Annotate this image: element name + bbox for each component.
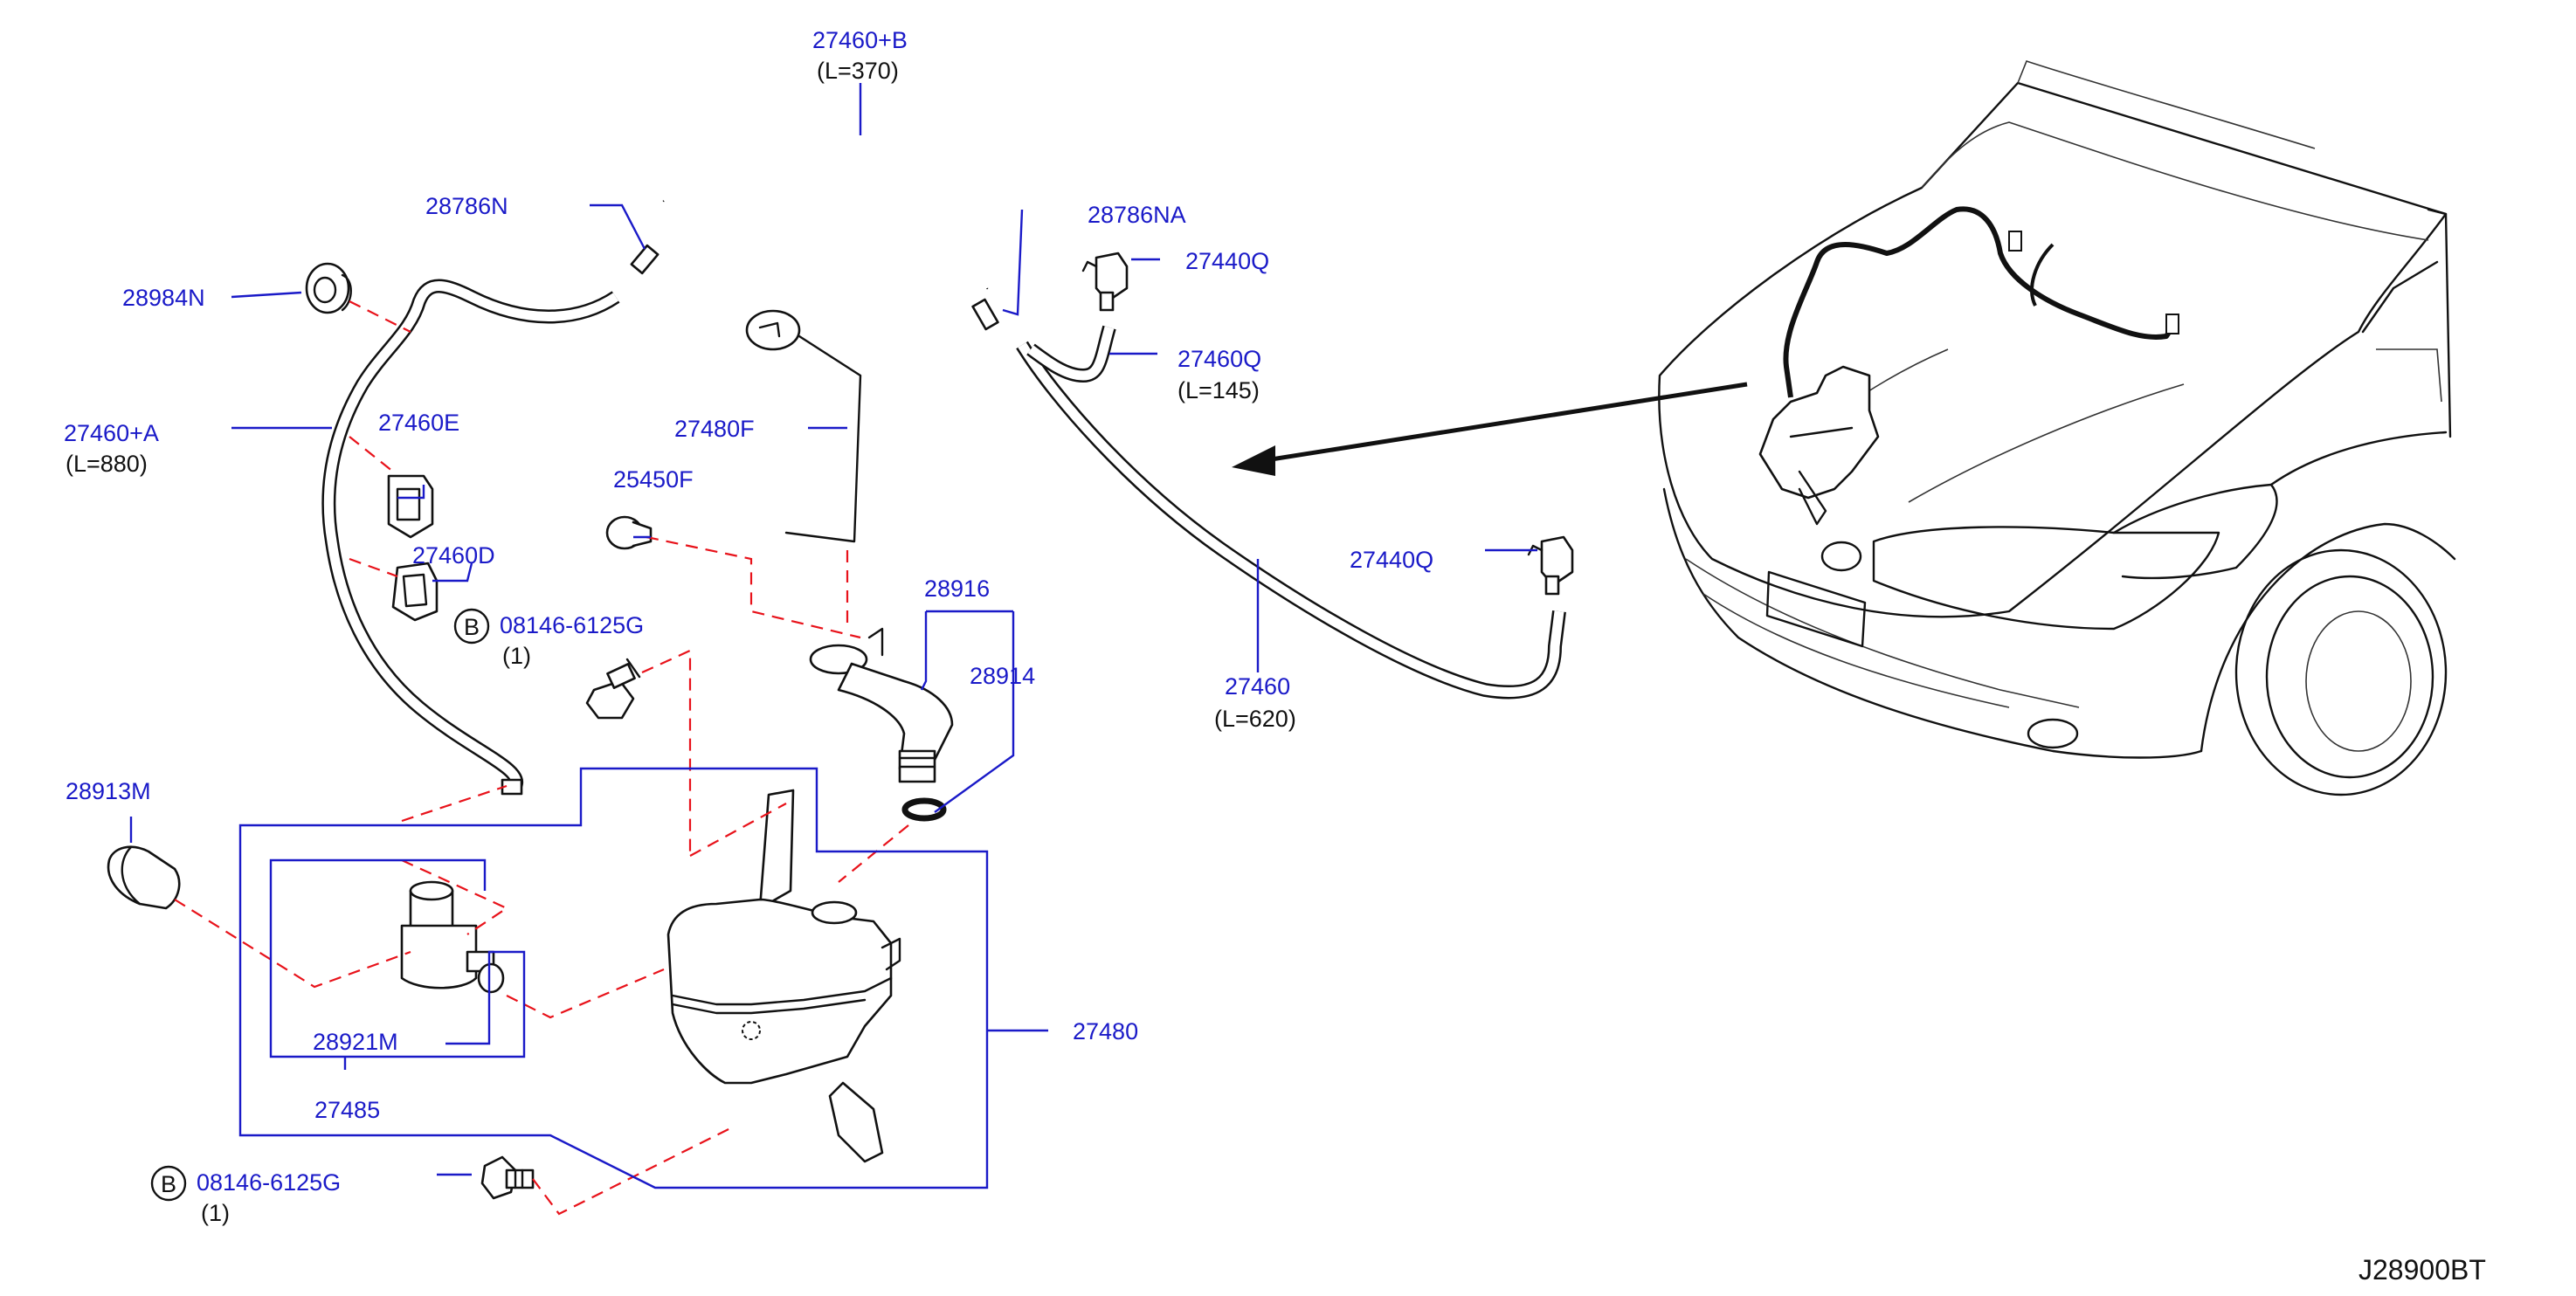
callout-leaders: [129, 83, 1537, 1189]
label-28914: 28914: [970, 663, 1035, 689]
label-27480: 27480: [1073, 1018, 1138, 1044]
bolt-08146-6125G-lower: [480, 1155, 535, 1200]
filter-28913M: [107, 845, 181, 910]
label-28916: 28916: [924, 576, 990, 602]
label-28786NA: 28786NA: [1088, 202, 1186, 228]
label-27460Q: 27460Q: [1178, 346, 1261, 372]
hose-lines: [321, 117, 1566, 796]
grommet-28984N: [305, 262, 352, 314]
pump-28921M: [400, 880, 505, 994]
qty-bolt-upper: (1): [502, 643, 531, 669]
bolt-08146-6125G-upper: [585, 658, 641, 720]
label-27440Q-mid: 27440Q: [1350, 547, 1433, 573]
qty-bolt-lower: (1): [201, 1200, 230, 1226]
callout-labels: 27460+B (L=370) 28786N 28984N 27460+A (L…: [64, 27, 2486, 1286]
b-marker-lower-letter: B: [161, 1171, 176, 1197]
label-27460E: 27460E: [378, 410, 459, 436]
label-27460: 27460: [1225, 673, 1290, 700]
label-28786N: 28786N: [425, 193, 508, 219]
vehicle-front-illustration: [1232, 60, 2456, 796]
small-parts: [107, 252, 1574, 1200]
label-bolt-lower: 08146-6125G: [197, 1169, 341, 1196]
length-27460Q: (L=145): [1178, 377, 1260, 403]
length-27460B: (L=370): [817, 58, 899, 84]
reservoir-tank-27480: [666, 789, 901, 1163]
label-25450F: 25450F: [613, 466, 694, 493]
label-27460B: 27460+B: [812, 27, 908, 53]
label-bolt-upper: 08146-6125G: [500, 612, 644, 638]
label-27485: 27485: [314, 1097, 380, 1123]
nozzle-27440Q-mid: [1527, 535, 1574, 596]
nozzle-27440Q-top: [1081, 252, 1129, 312]
assembly-leaders: [174, 300, 909, 1216]
label-27460A: 27460+A: [64, 420, 159, 446]
seal-25450F: [605, 515, 653, 550]
label-28913M: 28913M: [66, 778, 151, 804]
clip-27460D: [391, 562, 439, 622]
b-marker-upper: [453, 608, 490, 645]
diagram-code: J28900BT: [2358, 1254, 2486, 1286]
clip-27460E: [387, 474, 434, 539]
cap-27480F: [745, 309, 862, 543]
length-27460A: (L=880): [66, 451, 148, 477]
label-28921M: 28921M: [313, 1029, 398, 1055]
b-marker-upper-letter: B: [464, 614, 480, 640]
b-marker-lower: [150, 1165, 187, 1202]
label-27460D: 27460D: [412, 542, 495, 569]
label-27480F: 27480F: [674, 416, 755, 442]
label-27440Q-top: 27440Q: [1185, 248, 1269, 274]
label-28984N: 28984N: [122, 285, 205, 311]
length-27460: (L=620): [1214, 706, 1296, 732]
oring-28914: [901, 797, 947, 822]
filler-neck-28916: [809, 627, 954, 783]
